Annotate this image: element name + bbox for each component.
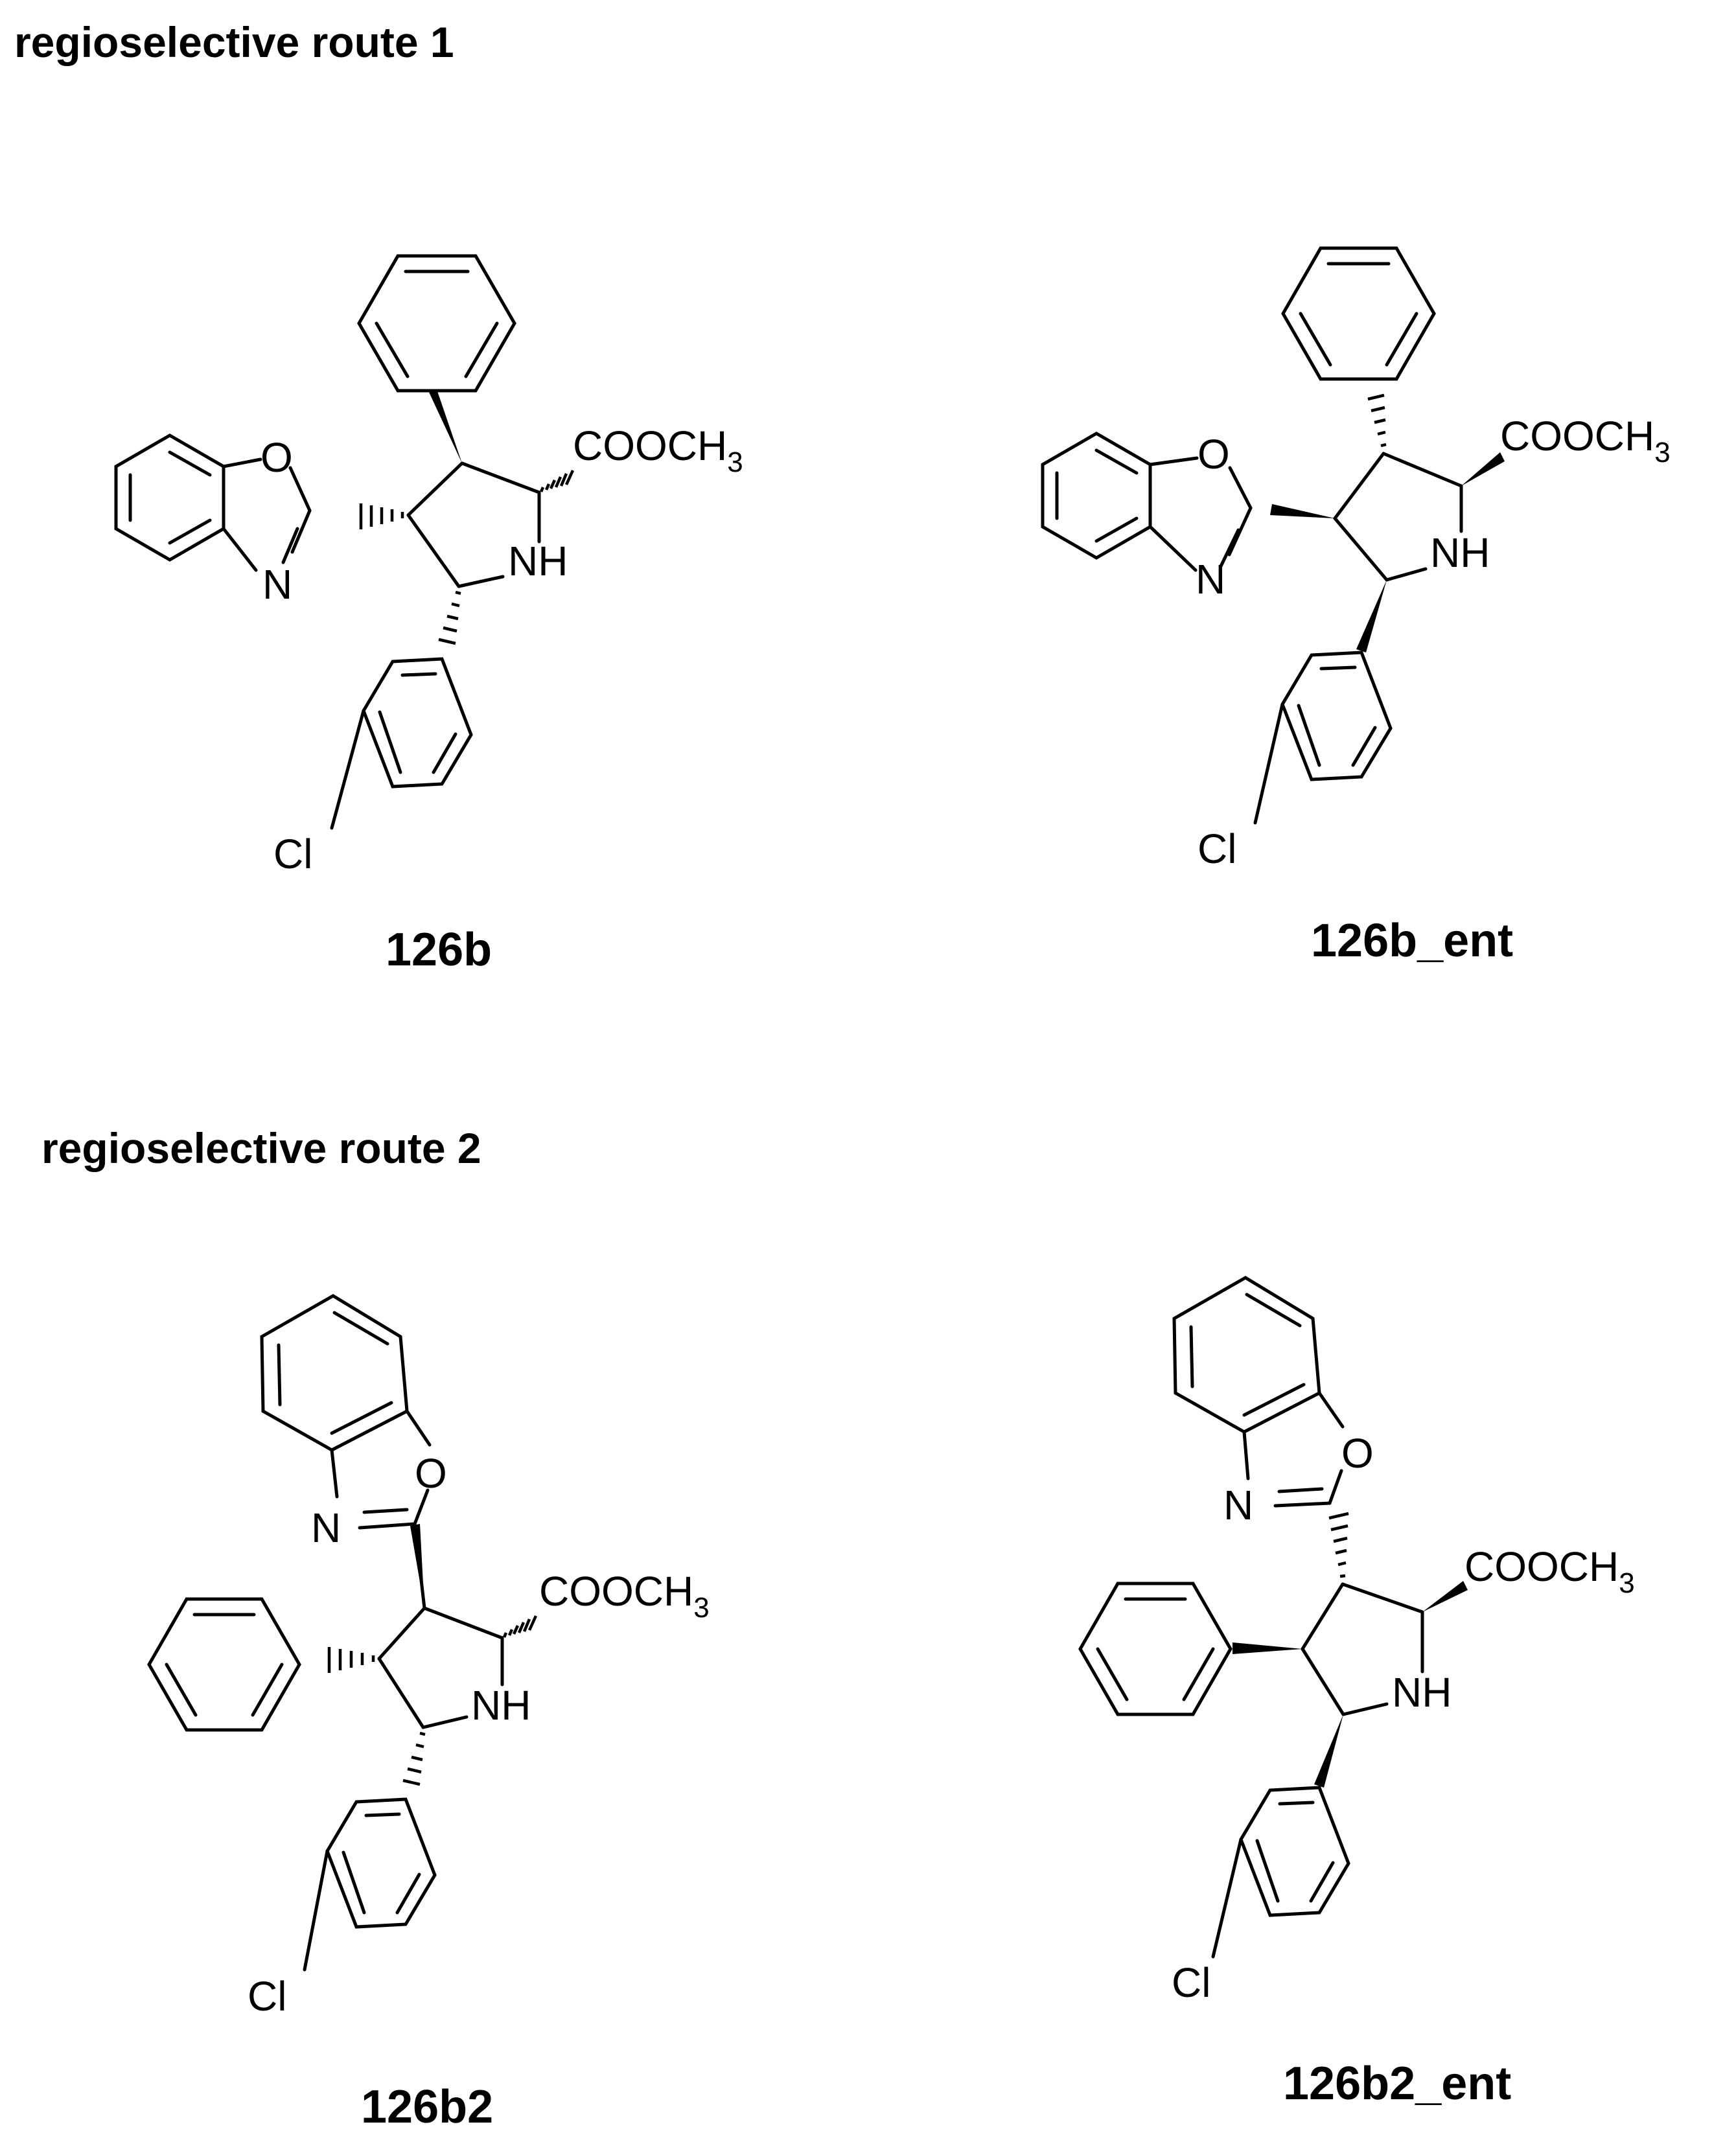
- chlorine-atom: Cl: [248, 1973, 286, 2020]
- benzoxazole-ring: [1172, 1276, 1345, 1508]
- ester-group: COOCH3: [1464, 1543, 1635, 1599]
- chlorophenyl-ring: [1253, 651, 1393, 825]
- oxazole-oxygen: O: [260, 434, 293, 481]
- molecule-126b: COOCH3 NH O N Cl 126b: [114, 254, 743, 976]
- oxazole-nitrogen: N: [1223, 1482, 1253, 1528]
- chlorine-atom: Cl: [1172, 1959, 1210, 2006]
- ester-group: COOCH3: [573, 422, 743, 478]
- phenyl-ring: [147, 1597, 301, 1732]
- ester-group: COOCH3: [539, 1568, 710, 1624]
- hashed-bond-ester: [539, 470, 575, 492]
- chlorophenyl-ring: [303, 1797, 437, 1972]
- chlorophenyl-ring: [1211, 1786, 1350, 1959]
- oxazole-nitrogen: N: [1196, 556, 1225, 603]
- wedge-bond-aryl: [1356, 580, 1387, 652]
- molecule-126b2: COOCH3 NH O N Cl 126b2: [147, 1294, 710, 2133]
- wedge-bond-ester: [1461, 452, 1505, 486]
- oxazole-nitrogen: N: [311, 1504, 341, 1551]
- molecule-126b2-ent: COOCH3 NH O N Cl 126b2_ent: [1078, 1276, 1635, 2110]
- benzoxazole-ring: [1041, 432, 1253, 572]
- amine-nh: NH: [508, 538, 568, 584]
- amine-nh: NH: [1430, 529, 1490, 576]
- phenyl-ring: [1078, 1582, 1233, 1716]
- phenyl-ring: [357, 254, 516, 393]
- section-heading-route-2: regioselective route 2: [41, 1124, 481, 1172]
- compound-label-126b: 126b: [386, 924, 492, 976]
- amine-nh: NH: [471, 1682, 531, 1729]
- hashed-bond-phenyl: [1367, 393, 1387, 448]
- chlorine-atom: Cl: [1198, 825, 1236, 872]
- ester-group: COOCH3: [1500, 413, 1671, 468]
- compound-label-126b2: 126b2: [361, 2081, 493, 2133]
- hashed-bond-oxazole: [359, 503, 404, 529]
- pyrrolidine-ring: [406, 461, 541, 588]
- wedge-bond-phenyl: [1233, 1642, 1302, 1654]
- oxazole-nitrogen: N: [262, 561, 292, 608]
- wedge-bond-oxazole: [410, 1524, 424, 1608]
- molecule-126b-ent: COOCH3 NH O N Cl 126b_ent: [1041, 246, 1671, 967]
- pyrrolidine-ring: [1301, 1582, 1424, 1716]
- benzoxazole-ring: [114, 433, 312, 572]
- hashed-bond-aryl: [402, 1731, 426, 1786]
- hashed-bond-phenyl: [327, 1647, 375, 1673]
- oxazole-oxygen: O: [1341, 1430, 1374, 1477]
- section-heading-route-1: regioselective route 1: [14, 18, 454, 66]
- hashed-bond-oxazole: [1328, 1512, 1349, 1578]
- pyrrolidine-ring: [1333, 452, 1463, 582]
- compound-label-126b-ent: 126b_ent: [1311, 915, 1513, 967]
- benzoxazole-ring: [260, 1294, 432, 1530]
- oxazole-oxygen: O: [415, 1450, 447, 1497]
- wedge-bond-aryl: [1314, 1714, 1343, 1788]
- wedge-bond-ester: [1422, 1581, 1468, 1612]
- hashed-bond-ester: [502, 1615, 538, 1638]
- chlorine-atom: Cl: [273, 831, 312, 877]
- compound-label-126b2-ent: 126b2_ent: [1283, 2058, 1511, 2110]
- chlorophenyl-ring: [330, 657, 473, 830]
- hashed-bond-aryl: [438, 590, 461, 645]
- wedge-bond-oxazole: [1270, 504, 1335, 518]
- amine-nh: NH: [1392, 1669, 1452, 1716]
- oxazole-oxygen: O: [1198, 431, 1230, 478]
- wedge-bond: [428, 389, 462, 463]
- phenyl-ring: [1281, 246, 1436, 381]
